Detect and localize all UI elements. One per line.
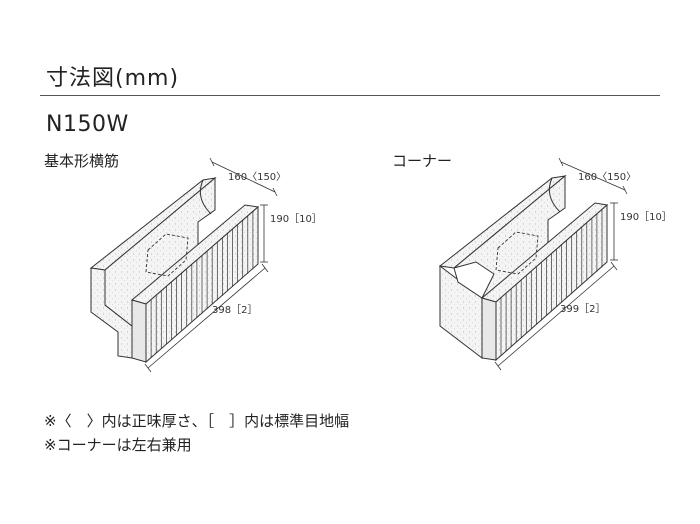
dim-height-corner: 190［10］ xyxy=(620,211,672,223)
dim-length-corner: 399［2］ xyxy=(560,303,605,315)
page-title: 寸法図(mm) xyxy=(46,66,180,91)
block-label-corner: コーナー xyxy=(392,152,453,170)
block-drawing-basic xyxy=(89,176,260,364)
block-drawing-corner xyxy=(438,174,609,362)
dim-top-corner: 160〈150〉 xyxy=(578,171,636,183)
dim-top-basic: 160〈150〉 xyxy=(228,171,286,183)
note-corner: ※コーナーは左右兼用 xyxy=(44,436,192,454)
dim-height-basic: 190［10］ xyxy=(270,213,322,225)
dim-length-basic: 398［2］ xyxy=(212,304,257,316)
title-divider xyxy=(40,95,660,96)
note-thickness: ※〈 〉内は正味厚さ、［ ］内は標準目地幅 xyxy=(44,412,350,430)
model-name: N150W xyxy=(46,112,129,137)
block-label-basic: 基本形横筋 xyxy=(44,152,120,170)
